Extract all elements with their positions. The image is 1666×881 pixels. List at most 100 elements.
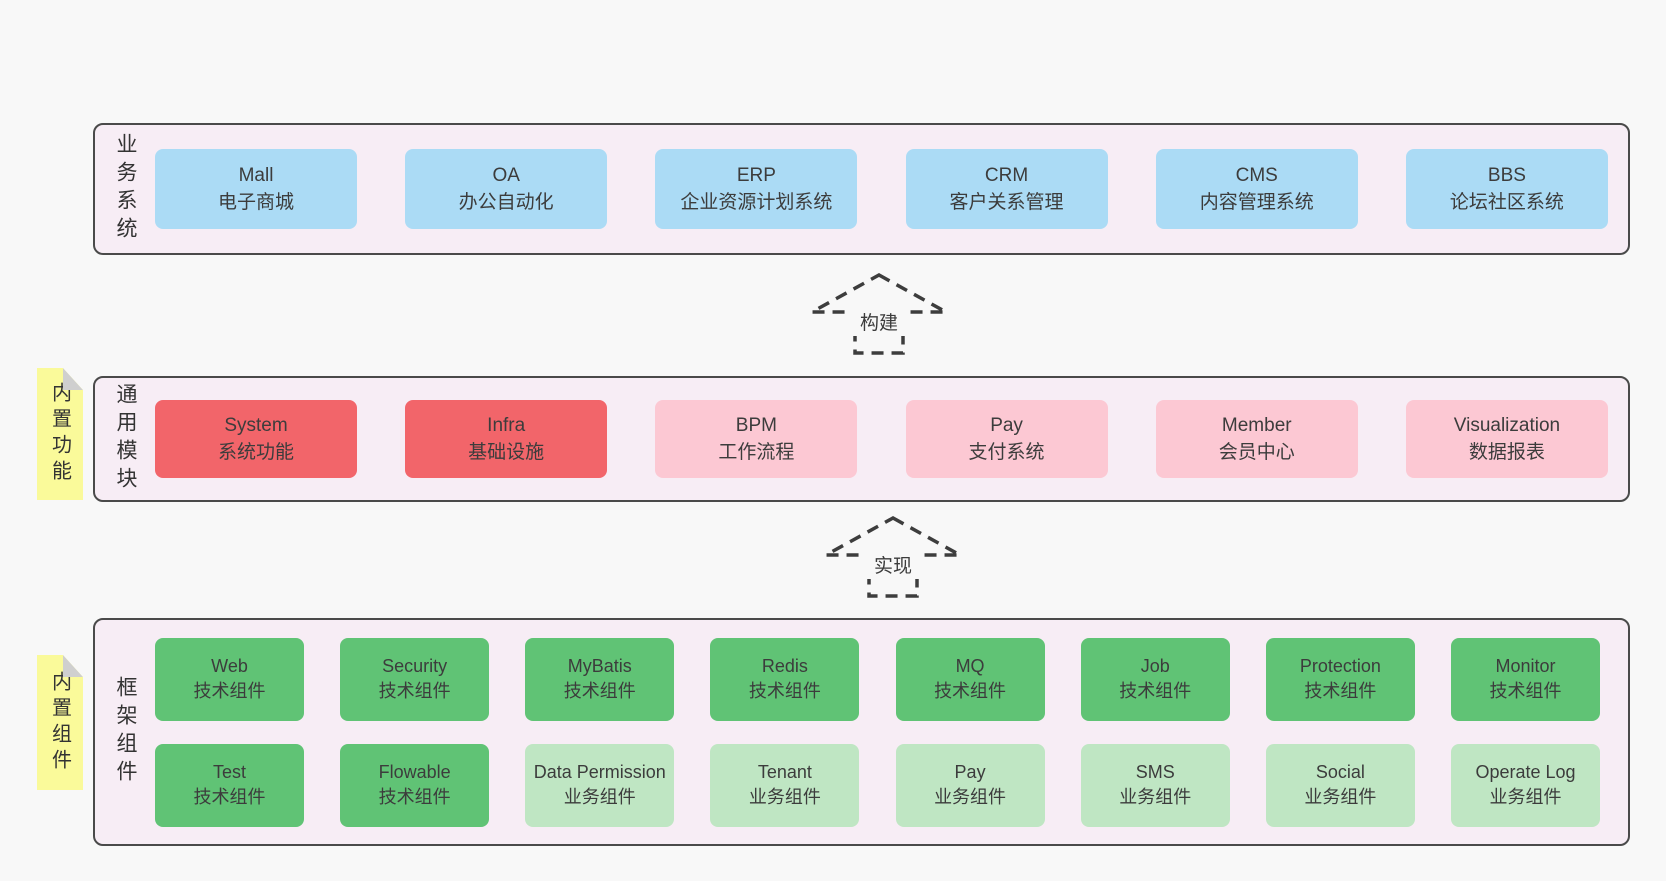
box-member-desc: 会员中心 [1218,442,1295,463]
box-member-name: Member [1221,415,1292,436]
box-cms-name: CMS [1235,165,1278,186]
framework-components-row1: Web 技术组件 Security 技术组件 MyBatis 技术组件 Redi… [155,637,1600,721]
box-data-permission: Data Permission 业务组件 [525,743,675,827]
box-monitor-name: Monitor [1495,656,1556,676]
box-tenant: Tenant 业务组件 [710,743,860,827]
common-modules-label: 通用模块 [95,378,155,500]
business-systems-boxes: Mall 电子商城 OA 办公自动化 ERP 企业资源计划系统 CRM 客户关系… [155,125,1628,253]
box-mall-name: Mall [238,165,274,186]
box-social-desc: 业务组件 [1304,787,1377,807]
box-redis-name: Redis [761,656,808,676]
box-job-name: Job [1140,656,1170,676]
framework-components-label: 框架组件 [95,620,155,844]
box-sms: SMS 业务组件 [1080,743,1230,827]
business-systems-label: 业务系统 [95,125,155,253]
box-visualization: Visualization 数据报表 [1405,400,1608,478]
box-flowable-desc: 技术组件 [378,787,451,807]
box-web: Web 技术组件 [155,637,304,721]
box-redis-desc: 技术组件 [748,681,821,701]
box-data-permission-desc: 业务组件 [563,787,636,807]
box-monitor: Monitor 技术组件 [1450,637,1600,721]
box-social: Social 业务组件 [1265,743,1415,827]
box-infra-name: Infra [487,415,526,436]
business-systems-panel: 业务系统 Mall 电子商城 OA 办公自动化 ERP 企业资源计划系统 CRM… [93,123,1630,255]
box-mq-name: MQ [955,656,985,676]
box-security-name: Security [382,656,448,676]
framework-components-boxes: Web 技术组件 Security 技术组件 MyBatis 技术组件 Redi… [155,620,1628,844]
box-protection: Protection 技术组件 [1265,637,1415,721]
box-pay-module: Pay 支付系统 [905,400,1108,478]
box-system-name: System [224,415,288,436]
box-bpm-desc: 工作流程 [718,442,795,463]
framework-components-row2: Test 技术组件 Flowable 技术组件 Data Permission … [155,743,1600,827]
box-monitor-desc: 技术组件 [1489,681,1562,701]
box-erp-name: ERP [736,165,776,186]
business-systems-label-text: 业务系统 [114,133,137,245]
framework-components-panel: 框架组件 Web 技术组件 Security 技术组件 MyBatis 技术组件… [93,618,1630,846]
box-test-name: Test [212,762,246,782]
box-member: Member 会员中心 [1155,400,1358,478]
box-mybatis-desc: 技术组件 [563,681,636,701]
box-bbs-name: BBS [1487,165,1526,186]
box-crm: CRM 客户关系管理 [905,149,1108,229]
box-test: Test 技术组件 [155,743,304,827]
box-pay-module-name: Pay [990,415,1023,436]
implement-arrow-icon: 实现 [825,516,961,598]
built-in-components-tag: 内置组件 [37,655,83,790]
box-operate-log-desc: 业务组件 [1489,787,1562,807]
framework-components-label-text: 框架组件 [114,676,137,788]
box-mq: MQ 技术组件 [895,637,1045,721]
box-security: Security 技术组件 [340,637,490,721]
box-oa-desc: 办公自动化 [458,192,554,213]
box-mall: Mall 电子商城 [155,149,357,229]
box-redis: Redis 技术组件 [710,637,860,721]
box-oa-name: OA [492,165,520,186]
box-pay-component-name: Pay [954,762,986,782]
box-flowable: Flowable 技术组件 [340,743,490,827]
box-pay-module-desc: 支付系统 [968,442,1045,463]
box-infra: Infra 基础设施 [405,400,608,478]
box-mall-desc: 电子商城 [217,192,294,213]
box-cms-desc: 内容管理系统 [1199,192,1314,213]
box-tenant-name: Tenant [757,762,812,782]
box-bpm-name: BPM [735,415,777,436]
box-web-name: Web [211,656,248,676]
box-crm-name: CRM [984,165,1029,186]
box-social-name: Social [1315,762,1365,782]
build-arrow-label: 构建 [860,312,898,334]
box-system-desc: 系统功能 [217,442,294,463]
box-data-permission-name: Data Permission [533,762,666,782]
common-modules-label-text: 通用模块 [114,383,137,495]
box-cms: CMS 内容管理系统 [1155,149,1358,229]
box-operate-log: Operate Log 业务组件 [1450,743,1600,827]
box-job-desc: 技术组件 [1119,681,1192,701]
built-in-components-tag-text: 内置组件 [48,670,71,775]
box-sms-desc: 业务组件 [1119,787,1192,807]
box-crm-desc: 客户关系管理 [949,192,1064,213]
common-modules-boxes: System 系统功能 Infra 基础设施 BPM 工作流程 Pay 支付系统… [155,378,1628,500]
box-security-desc: 技术组件 [378,681,451,701]
box-visualization-desc: 数据报表 [1468,442,1545,463]
box-mq-desc: 技术组件 [934,681,1007,701]
box-flowable-name: Flowable [378,762,451,782]
box-tenant-desc: 业务组件 [748,787,821,807]
box-protection-name: Protection [1299,656,1381,676]
common-modules-panel: 通用模块 System 系统功能 Infra 基础设施 BPM 工作流程 Pay… [93,376,1630,502]
box-mybatis: MyBatis 技术组件 [525,637,675,721]
box-web-desc: 技术组件 [193,681,266,701]
box-sms-name: SMS [1135,762,1175,782]
box-protection-desc: 技术组件 [1304,681,1377,701]
box-pay-component-desc: 业务组件 [934,787,1007,807]
box-test-desc: 技术组件 [193,787,266,807]
box-oa: OA 办公自动化 [405,149,608,229]
implement-arrow-label: 实现 [874,555,912,577]
box-job: Job 技术组件 [1080,637,1230,721]
box-bbs-desc: 论坛社区系统 [1449,192,1564,213]
box-infra-desc: 基础设施 [468,442,545,463]
built-in-features-tag-text: 内置功能 [48,382,71,486]
built-in-features-tag: 内置功能 [37,368,83,500]
box-system: System 系统功能 [155,400,357,478]
build-arrow-icon: 构建 [811,273,947,355]
box-bbs: BBS 论坛社区系统 [1405,149,1608,229]
box-mybatis-name: MyBatis [567,656,632,676]
